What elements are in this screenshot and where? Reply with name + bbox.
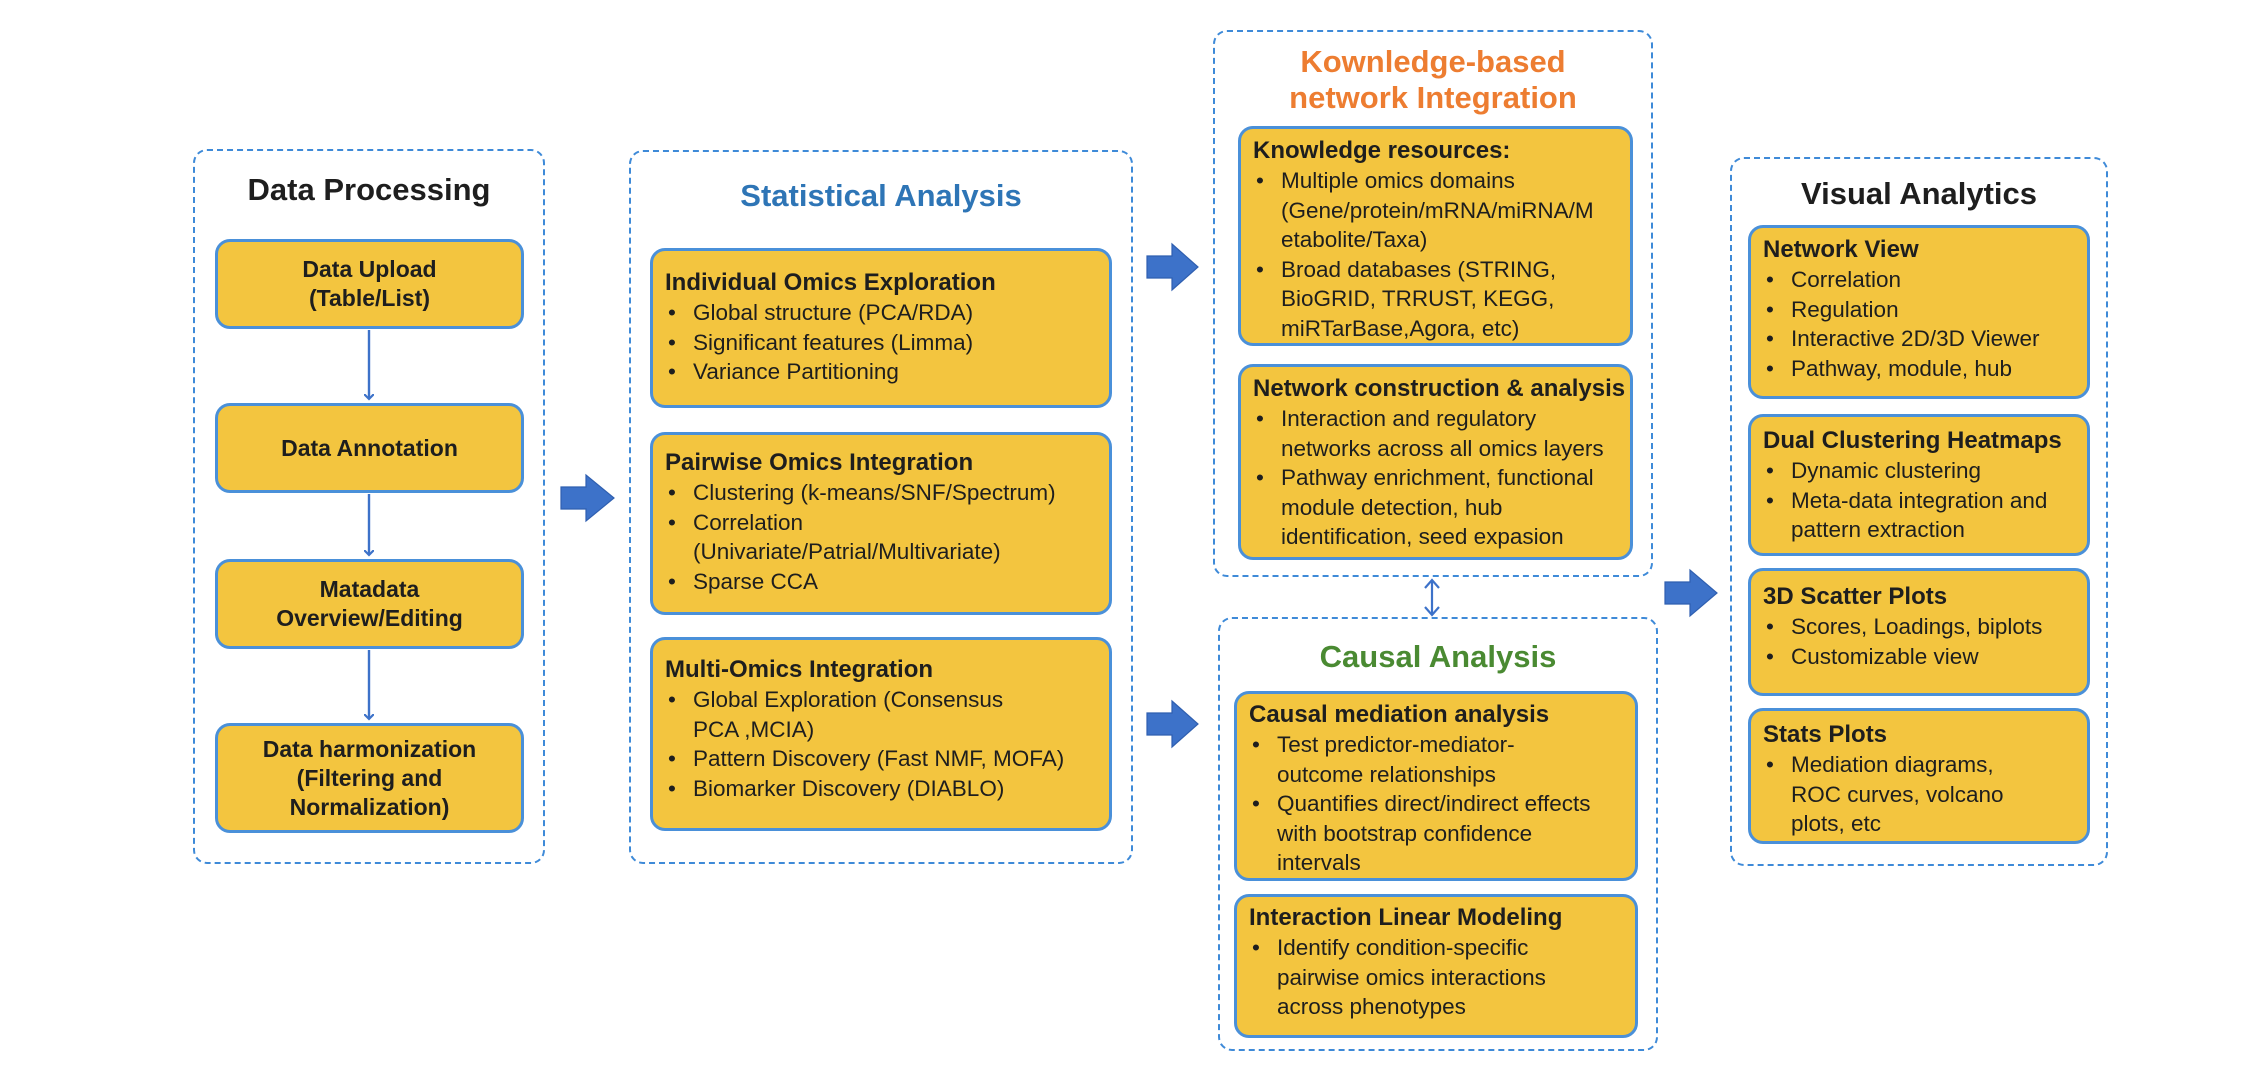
list-item: Interactive 2D/3D Viewer [1763,324,2075,354]
stats-plots-card: Stats Plots Mediation diagrams, ROC curv… [1748,708,2090,844]
knowledge-network-title: Kownledge-based network Integration [1289,44,1577,115]
knowledge-network-panel [1213,30,1653,577]
visual-analytics-panel [1730,157,2108,866]
list-item: Interaction and regulatory networks acro… [1253,404,1618,463]
list-item: Global Exploration (Consensus PCA ,MCIA) [665,685,1097,744]
list-item: Broad databases (STRING, BioGRID, TRRUST… [1253,255,1618,344]
list-item: Correlation (Univariate/Patrial/Multivar… [665,508,1097,567]
pairwise-omics-card: Pairwise Omics Integration Clustering (k… [650,432,1112,615]
individual-omics-card: Individual Omics Exploration Global stru… [650,248,1112,408]
list-item: Quantifies direct/indirect effects with … [1249,789,1623,878]
causal-mediation-card: Causal mediation analysis Test predictor… [1234,691,1638,881]
card-title: Interaction Linear Modeling [1249,904,1563,931]
block-arrow-right-icon [1664,568,1718,618]
list-item: Sparse CCA [665,567,1097,597]
data-harmonization-step: Data harmonization (Filtering and Normal… [215,723,524,833]
network-view-card: Network View Correlation Regulation Inte… [1748,225,2090,399]
list-item: Significant features (Limma) [665,328,1097,358]
data-processing-panel [193,149,545,864]
data-annotation-step: Data Annotation [215,403,524,493]
data-upload-step: Data Upload (Table/List) [215,239,524,329]
visual-analytics-title: Visual Analytics [1800,176,2038,211]
causal-analysis-panel [1218,617,1658,1051]
list-item: Clustering (k-means/SNF/Spectrum) [665,478,1097,508]
list-item: Identify condition-specific pairwise omi… [1249,933,1623,1022]
list-item: Dynamic clustering [1763,456,2075,486]
data-processing-title: Data Processing [247,172,491,207]
list-item: Mediation diagrams, ROC curves, volcano … [1763,750,2075,839]
interaction-modeling-card: Interaction Linear Modeling Identify con… [1234,894,1638,1038]
list-item: Biomarker Discovery (DIABLO) [665,774,1097,804]
list-item: Customizable view [1763,642,2075,672]
list-item: Variance Partitioning [665,357,1097,387]
bidirectional-arrow-icon [1424,578,1440,617]
list-item: Multiple omics domains (Gene/protein/mRN… [1253,166,1618,255]
list-item: Pathway enrichment, functional module de… [1253,463,1618,552]
card-title: 3D Scatter Plots [1763,583,1948,610]
list-item: Pathway, module, hub [1763,354,2075,384]
card-title: Network View [1763,236,1919,263]
card-title: Pairwise Omics Integration [665,449,974,476]
card-title: Causal mediation analysis [1249,701,1550,728]
card-title: Multi-Omics Integration [665,656,934,683]
causal-analysis-title: Causal Analysis [1319,639,1557,674]
knowledge-resources-card: Knowledge resources: Multiple omics doma… [1238,126,1633,346]
statistical-analysis-title: Statistical Analysis [740,178,1022,213]
block-arrow-right-icon [1146,242,1199,292]
card-title: Dual Clustering Heatmaps [1763,427,2062,454]
card-title: Network construction & analysis [1253,375,1626,402]
list-item: Test predictor-mediator- outcome relatio… [1249,730,1623,789]
scatter-plots-card: 3D Scatter Plots Scores, Loadings, biplo… [1748,568,2090,696]
block-arrow-right-icon [560,473,615,523]
list-item: Meta-data integration and pattern extrac… [1763,486,2075,545]
dual-clustering-heatmaps-card: Dual Clustering Heatmaps Dynamic cluster… [1748,414,2090,556]
metadata-editing-step: Matadata Overview/Editing [215,559,524,649]
card-title: Stats Plots [1763,721,1888,748]
block-arrow-right-icon [1146,699,1199,749]
multi-omics-card: Multi-Omics Integration Global Explorati… [650,637,1112,831]
card-title: Individual Omics Exploration [665,269,996,296]
list-item: Scores, Loadings, biplots [1763,612,2075,642]
list-item: Correlation [1763,265,2075,295]
statistical-analysis-panel [629,150,1133,864]
network-construction-card: Network construction & analysis Interact… [1238,364,1633,560]
list-item: Pattern Discovery (Fast NMF, MOFA) [665,744,1097,774]
list-item: Global structure (PCA/RDA) [665,298,1097,328]
card-title: Knowledge resources: [1253,137,1511,164]
list-item: Regulation [1763,295,2075,325]
